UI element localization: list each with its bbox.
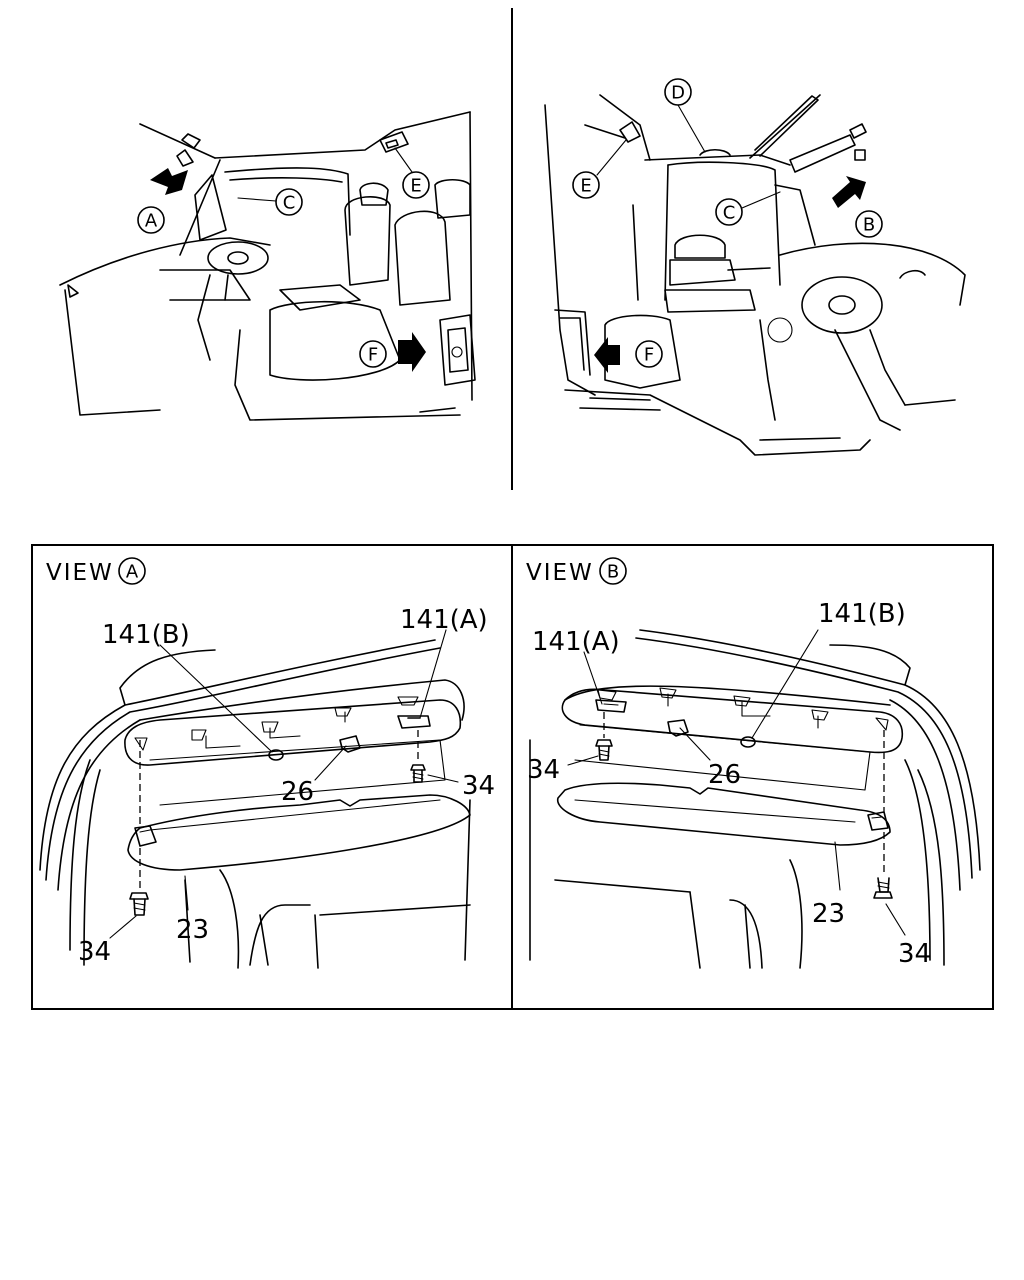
svg-text:B: B [607, 562, 619, 583]
svg-text:D: D [671, 83, 685, 104]
svg-text:VIEW: VIEW [46, 560, 114, 586]
callout-c-left: C [275, 188, 303, 216]
label-34-left-view-b: 34 [527, 755, 560, 785]
label-141a-view-a: 141(A) [400, 605, 488, 635]
label-34-right-view-a: 34 [462, 771, 495, 801]
label-26-view-a: 26 [281, 777, 314, 807]
label-141b-view-b: 141(B) [818, 599, 906, 629]
label-34-right-view-b: 34 [898, 939, 931, 969]
view-b-illustration [529, 629, 981, 969]
view-a-title: VIEW A [46, 557, 146, 586]
callout-b-right: B [855, 210, 883, 238]
label-141b-view-a: 141(B) [102, 620, 190, 650]
label-23-view-b: 23 [812, 899, 845, 929]
view-f-arrow-right [594, 337, 620, 373]
label-34-left-view-a: 34 [78, 937, 111, 967]
callout-d-right: D [664, 78, 692, 106]
svg-text:C: C [283, 193, 296, 214]
cab-interior-left-illustration [59, 111, 476, 421]
svg-text:E: E [410, 176, 421, 197]
svg-text:VIEW: VIEW [526, 560, 594, 586]
callout-a-left: A [137, 206, 165, 234]
view-f-arrow-left [398, 332, 426, 372]
label-23-view-a: 23 [176, 915, 209, 945]
view-b-arrow [832, 176, 866, 208]
cab-interior-right-illustration [544, 94, 966, 456]
svg-text:A: A [126, 562, 139, 583]
callout-e-left: E [402, 171, 430, 199]
callout-c-right: C [715, 198, 743, 226]
svg-text:E: E [580, 176, 591, 197]
label-26-view-b: 26 [708, 760, 741, 790]
svg-text:F: F [644, 345, 654, 366]
view-b-title: VIEW B [526, 557, 627, 586]
svg-text:F: F [368, 345, 378, 366]
view-a-illustration [39, 639, 471, 969]
callout-e-right: E [572, 171, 600, 199]
svg-text:B: B [863, 215, 875, 236]
callout-f-right: F [635, 340, 663, 368]
view-a-arrow [150, 168, 188, 195]
svg-text:A: A [145, 211, 158, 232]
label-141a-view-b: 141(A) [532, 627, 620, 657]
svg-text:C: C [723, 203, 736, 224]
callout-f-left: F [359, 340, 387, 368]
